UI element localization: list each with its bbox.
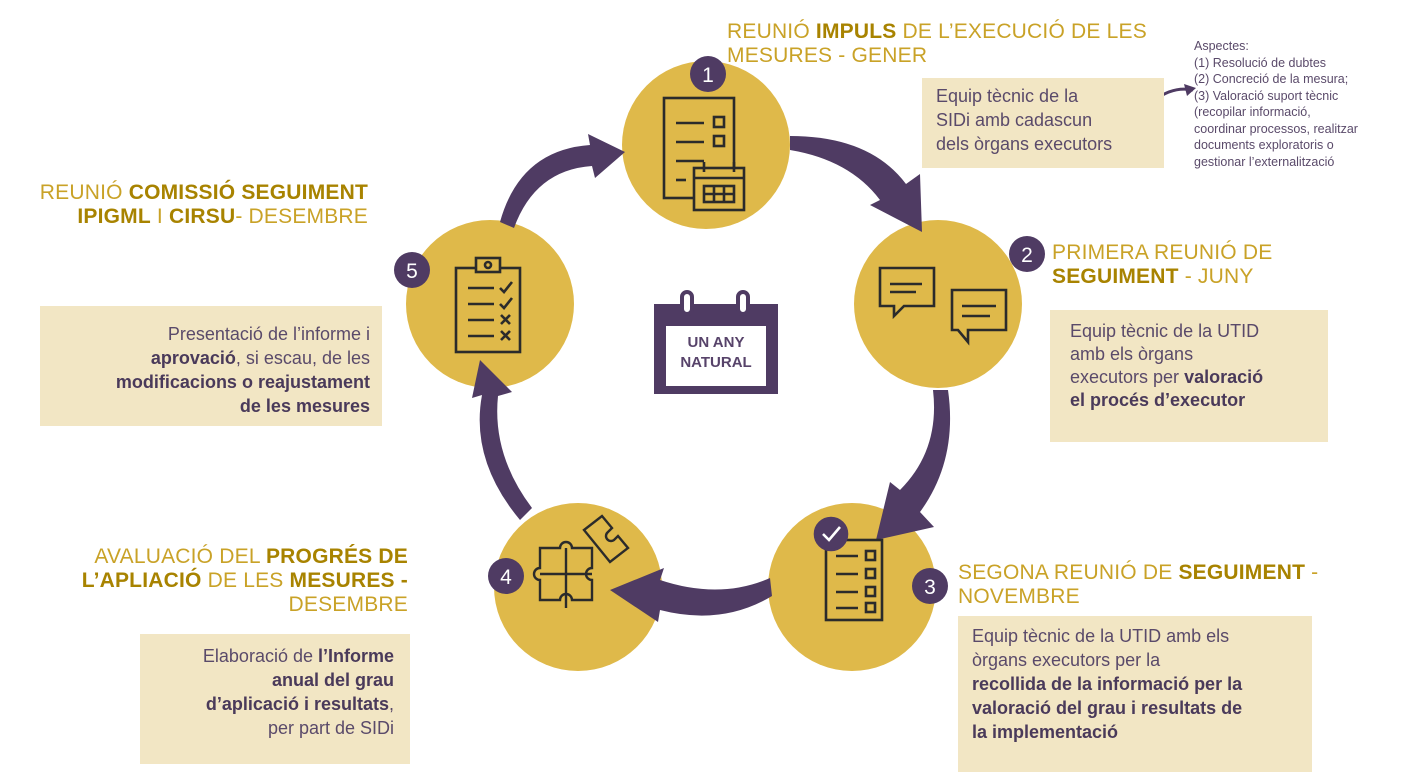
- aspects-line-6: coordinar processos, realitzar: [1194, 121, 1358, 136]
- arrow-2-to-3: [876, 390, 951, 540]
- step-4-note-line-4: per part de SIDi: [267, 718, 394, 738]
- calendar-line-1: UN ANY: [687, 334, 745, 351]
- aspects-line-4: (3) Valoració suport tècnic: [1194, 88, 1339, 103]
- step-2-circle: [854, 220, 1022, 388]
- step-4-title-a: AVALUACIÓ DEL: [94, 545, 266, 568]
- step-3-title: SEGONA REUNIÓ DE SEGUIMENT - NOVEMBRE: [958, 561, 1378, 609]
- puzzle-icon: [532, 514, 630, 608]
- badge-4: 4: [488, 558, 524, 594]
- step-5-title-c: IPIGML: [77, 205, 151, 228]
- badge-5: 5: [394, 252, 430, 288]
- approved-checklist-icon: [813, 516, 884, 622]
- step-5-title-a: REUNIÓ: [39, 181, 129, 204]
- step-3-note-line-1: Equip tècnic de la UTID amb els: [972, 626, 1230, 646]
- step-3-title-b: SEGUIMENT: [1178, 561, 1306, 584]
- badge-5-label: 5: [406, 260, 418, 283]
- step-4-note-line-1b: l’Informe: [317, 646, 394, 666]
- calendar-line-2: NATURAL: [680, 354, 752, 371]
- step-3-note-line-2: òrgans executors per la: [972, 650, 1161, 670]
- aspects-line-5: (recopilar informació,: [1194, 105, 1311, 119]
- step-1-note: Equip tècnic de la SIDi amb cadascun del…: [922, 78, 1164, 168]
- badge-2: 2: [1009, 236, 1045, 272]
- step-4-title-e: MESURES -: [289, 569, 408, 592]
- step-3-note-line-4: valoració del grau i resultats de: [972, 698, 1243, 718]
- calendar-label: UN ANY NATURAL: [660, 333, 772, 373]
- aspects-line-7: documents exploratoris o: [1194, 138, 1334, 152]
- step-5-title: REUNIÓ COMISSIÓ SEGUIMENT IPIGML I CIRSU…: [8, 181, 368, 229]
- step-2-title-c: - JUNY: [1178, 265, 1254, 288]
- aspects-line-1: Aspectes:: [1194, 39, 1249, 53]
- badge-3-label: 3: [924, 576, 936, 599]
- step-1-title: REUNIÓ IMPULS DE L’EXECUCIÓ DE LES MESUR…: [727, 20, 1157, 68]
- aspects-arrowhead: [1184, 84, 1196, 96]
- clipboard-checklist-icon: [454, 256, 522, 354]
- step-1-title-c: DE L’EXECUCIÓ DE LES: [896, 20, 1147, 43]
- aspects-line-8: gestionar l’externalització: [1194, 154, 1335, 169]
- checklist-calendar-icon: [662, 96, 746, 212]
- arrow-3-to-4: [610, 568, 772, 622]
- step-2-title: PRIMERA REUNIÓ DE SEGUIMENT - JUNY: [1052, 241, 1372, 289]
- aspects-line-3: (2) Concreció de la mesura;: [1194, 72, 1349, 86]
- step-4-note-line-2: anual del grau: [271, 670, 394, 690]
- step-5-note: Presentació de l’informe i aprovació, si…: [40, 306, 382, 426]
- step-1-note-line-1: Equip tècnic de la: [936, 86, 1079, 106]
- step-3-title-d: NOVEMBRE: [958, 585, 1080, 608]
- step-5-note-line-2b: , si escau, de les: [235, 348, 370, 368]
- step-4-title-b: PROGRÉS DE: [265, 545, 408, 568]
- badge-1-label: 1: [702, 64, 714, 87]
- step-5-title-b: COMISSIÓ SEGUIMENT: [128, 181, 368, 204]
- step-2-note-line-2: amb els òrgans: [1070, 344, 1194, 364]
- step-1-aspects: Aspectes: (1) Resolució de dubtes (2) Co…: [1194, 38, 1414, 170]
- aspects-line-2: (1) Resolució de dubtes: [1194, 55, 1327, 70]
- step-5-title-f: - DESEMBRE: [235, 205, 368, 228]
- step-5-note-line-4: de les mesures: [239, 396, 370, 416]
- step-1-title-d: MESURES - GENER: [727, 44, 928, 67]
- badge-4-label: 4: [500, 566, 512, 589]
- step-4-title-c: L’APLIACIÓ: [81, 569, 202, 592]
- step-1-title-a: REUNIÓ: [727, 20, 816, 43]
- step-3-note-line-5: la implementació: [972, 722, 1119, 742]
- badge-2-label: 2: [1021, 244, 1033, 267]
- step-2-note-line-4: el procés d’executor: [1070, 390, 1246, 410]
- step-2-note-line-1: Equip tècnic de la UTID: [1070, 321, 1260, 341]
- step-3-note-line-3: recollida de la informació per la: [972, 674, 1243, 694]
- badge-3: 3: [912, 568, 948, 604]
- calendar-icon: [654, 290, 778, 394]
- step-2-note-line-3: executors per valoració: [1070, 366, 1328, 389]
- step-5-title-d: I: [150, 205, 169, 228]
- step-4-note-line-3b: ,: [388, 694, 394, 714]
- arrow-4-to-5: [472, 360, 532, 520]
- step-2-note: Equip tècnic de la UTID amb els òrgans e…: [1050, 310, 1328, 442]
- step-1-note-line-3: dels òrgans executors: [936, 134, 1113, 154]
- step-2-title-a: PRIMERA REUNIÓ DE: [1052, 241, 1273, 264]
- step-4-circle: [494, 503, 662, 671]
- chat-bubbles-icon: [878, 266, 1008, 346]
- arrow-1-to-2: [790, 136, 922, 232]
- step-2-note-line-3a: executors per: [1070, 367, 1185, 387]
- step-5-note-line-2a: aprovació: [150, 348, 236, 368]
- step-3-title-a: SEGONA REUNIÓ DE: [958, 561, 1179, 584]
- step-5-note-line-1: Presentació de l’informe i: [167, 324, 370, 344]
- step-5-note-line-3: modificacions o reajustament: [115, 372, 370, 392]
- step-1-note-line-2: SIDi amb cadascun: [936, 110, 1093, 130]
- step-4-title-d: DE LES: [201, 569, 290, 592]
- step-2-title-b: SEGUIMENT: [1052, 265, 1179, 288]
- step-5-title-e: CIRSU: [168, 205, 236, 228]
- arrow-5-to-1: [500, 134, 625, 228]
- step-3-title-c: -: [1305, 561, 1319, 584]
- step-3-note: Equip tècnic de la UTID amb els òrgans e…: [958, 616, 1312, 772]
- cycle-arrows: [472, 134, 951, 622]
- step-2-note-line-3b: valoració: [1184, 367, 1264, 387]
- step-3-circle: [768, 503, 936, 671]
- badge-1: 1: [690, 56, 726, 92]
- step-4-note: Elaboració de l’Informe anual del grau d…: [140, 634, 410, 764]
- step-4-title-f: DESEMBRE: [288, 593, 408, 616]
- step-1-title-b: IMPULS: [815, 20, 897, 43]
- step-4-title: AVALUACIÓ DEL PROGRÉS DE L’APLIACIÓ DE L…: [36, 545, 408, 617]
- step-4-note-line-1a: Elaboració de: [202, 646, 318, 666]
- step-4-note-line-3a: d’aplicació i resultats: [205, 694, 389, 714]
